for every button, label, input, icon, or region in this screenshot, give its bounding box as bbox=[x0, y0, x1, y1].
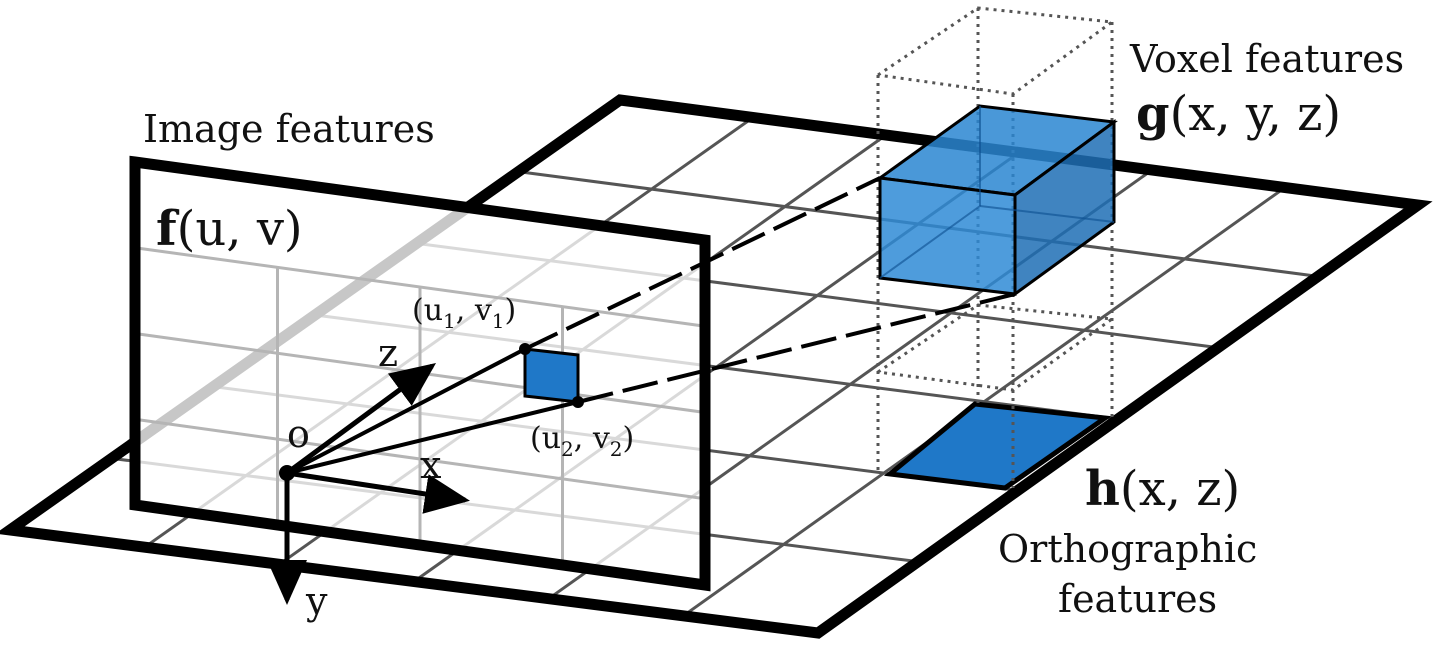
point-u2-v2-label: (u2, v2) bbox=[530, 421, 634, 461]
orthographic-cell bbox=[883, 401, 1112, 491]
voxel-features-label: Voxel features bbox=[1129, 37, 1404, 81]
origin-point bbox=[279, 465, 295, 481]
image-plane-border bbox=[129, 155, 711, 592]
orthographic-label-line1: Orthographic bbox=[998, 527, 1257, 571]
x-axis-label: x bbox=[420, 443, 441, 487]
image-plane-grid-lines bbox=[134, 246, 706, 565]
image-features-label: Image features bbox=[143, 107, 435, 151]
z-axis-arrow bbox=[285, 363, 437, 476]
camera-axes bbox=[267, 363, 470, 605]
point-u1-v1-label: (u1, v1) bbox=[412, 293, 516, 333]
voxel-cube bbox=[876, 104, 1118, 297]
origin-label: o bbox=[287, 412, 310, 456]
projection-rays bbox=[286, 176, 1016, 475]
image-feature-patch bbox=[523, 347, 580, 404]
point-u1-v1 bbox=[519, 343, 531, 355]
image-function-label: f(u, v) bbox=[156, 201, 303, 257]
y-axis-label: y bbox=[305, 579, 328, 623]
x-axis-arrow bbox=[286, 470, 470, 514]
orthographic-label-line2: features bbox=[1058, 577, 1217, 621]
z-axis-label: z bbox=[378, 331, 398, 375]
voxel-function-label: g(x, y, z) bbox=[1136, 86, 1341, 142]
point-u2-v2 bbox=[572, 396, 584, 408]
orthographic-function-label: h(x, z) bbox=[1085, 461, 1240, 517]
